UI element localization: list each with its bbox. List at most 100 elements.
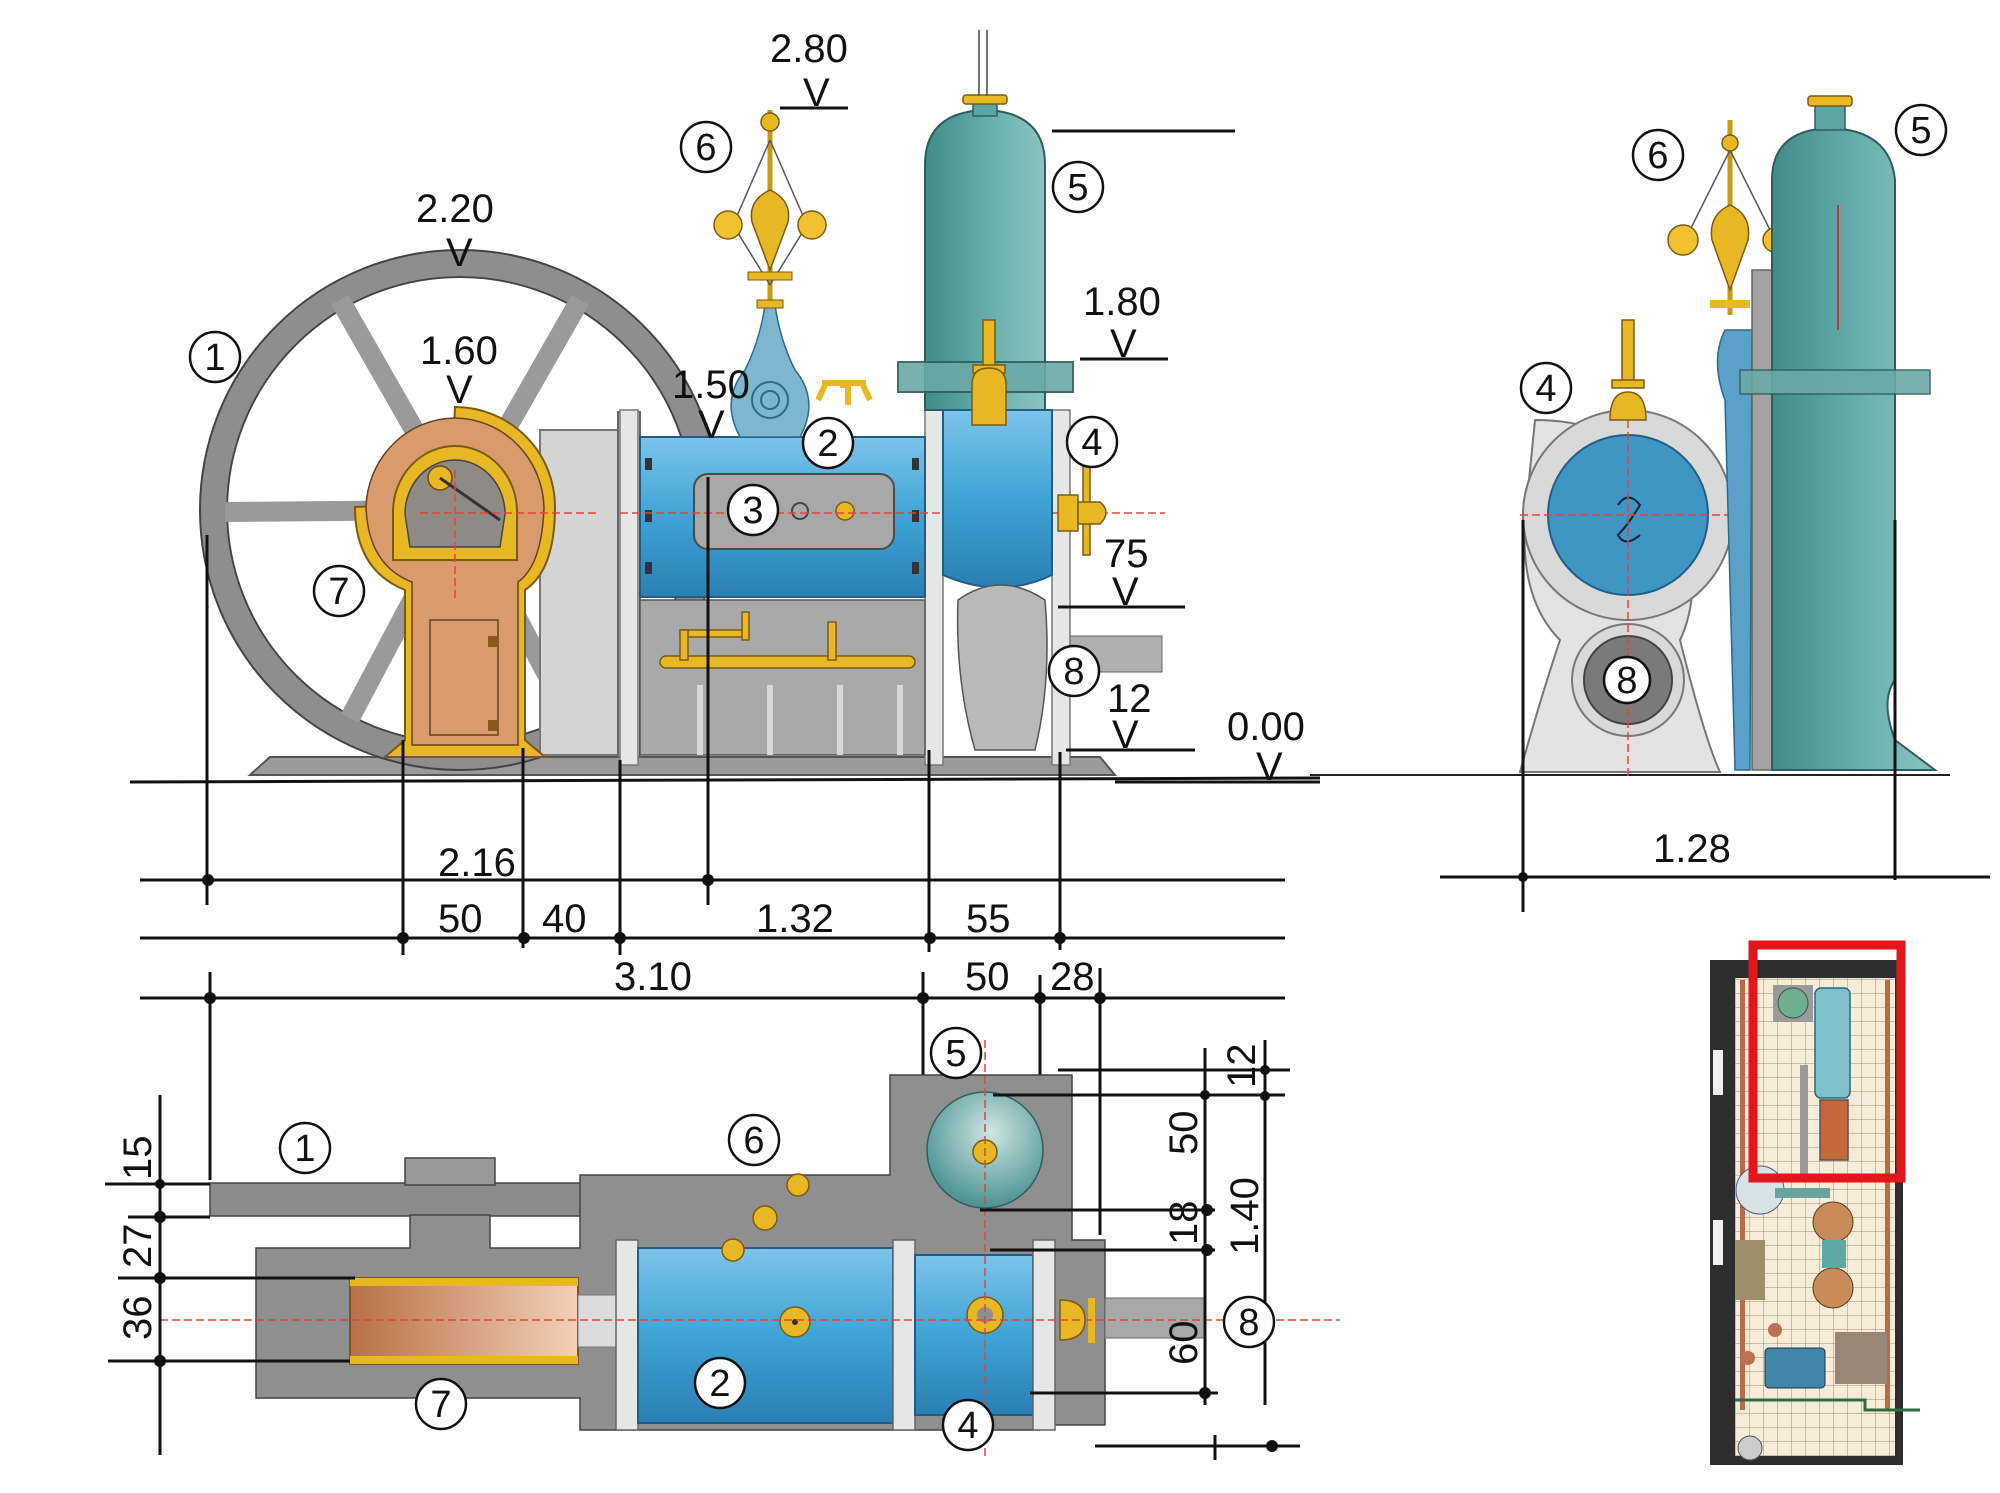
dim-value: 1.40 xyxy=(1223,1177,1267,1255)
callout-label: 2 xyxy=(709,1363,730,1405)
level-marker-glyph: V xyxy=(446,231,473,275)
base-plate xyxy=(247,756,1118,776)
dim-value: 2.16 xyxy=(438,841,516,885)
side-callout-5: 5 xyxy=(1894,103,1948,157)
plan-crosshead xyxy=(349,1277,579,1365)
callout-2: 2 xyxy=(801,416,855,470)
plan-governor xyxy=(721,1173,810,1262)
extension-lines xyxy=(205,477,1062,955)
side-callout-6: 6 xyxy=(1631,128,1685,182)
callout-label: 5 xyxy=(1910,110,1931,152)
callout-label: 3 xyxy=(742,490,763,532)
dimension-row-2: 50 40 1.32 55 xyxy=(140,897,1285,944)
callout-4: 4 xyxy=(1065,415,1119,469)
callout-label: 7 xyxy=(328,571,349,613)
highlight-frame xyxy=(1748,940,1906,1183)
plan-callout-4: 4 xyxy=(941,1398,995,1452)
frame-column-mid xyxy=(924,409,944,766)
feed-valve xyxy=(1057,464,1107,556)
callout-label: 4 xyxy=(1535,368,1556,410)
level-marker-glyph: V xyxy=(698,403,725,447)
callout-6: 6 xyxy=(679,120,733,174)
level-marker-glyph: V xyxy=(446,368,473,412)
lower-housing xyxy=(639,599,926,756)
location-plan xyxy=(1710,940,1920,1465)
plan-callout-7: 7 xyxy=(414,1377,468,1431)
plan-callout-6: 6 xyxy=(727,1113,781,1167)
plan-callout-2: 2 xyxy=(693,1356,747,1410)
callout-3: 3 xyxy=(726,483,780,537)
dim-value: 3.10 xyxy=(614,955,692,999)
level-flywheel-top: 2.20 V xyxy=(416,187,494,275)
level-value: 2.20 xyxy=(416,187,494,231)
dim-value: 1.32 xyxy=(756,897,834,941)
plan-callout-5: 5 xyxy=(929,1026,983,1080)
side-governor xyxy=(1667,120,1788,315)
plan-frame-right xyxy=(1032,1239,1056,1431)
callout-label: 4 xyxy=(1081,422,1102,464)
crank-housing xyxy=(539,429,631,756)
dim-value: 36 xyxy=(116,1296,160,1341)
level-ground: 0.00 V xyxy=(1115,705,1320,789)
callout-8: 8 xyxy=(1047,644,1101,698)
feed-pipe xyxy=(659,611,916,669)
level-receiver-flange: 1.80 V xyxy=(1080,280,1168,366)
side-elevation: 1.28 4 5 6 8 xyxy=(1310,95,1990,912)
plan-frame-mid xyxy=(892,1239,916,1431)
front-elevation: 2.80 V 2.20 V 1.80 V 1.60 V 1.50 V xyxy=(129,27,1321,1235)
level-valve-axis: 75 V xyxy=(1058,532,1185,614)
callout-1: 1 xyxy=(188,330,242,384)
side-governor-column xyxy=(1716,329,1753,771)
dim-value: 28 xyxy=(1050,955,1095,999)
steam-cylinder xyxy=(639,436,926,598)
callout-label: 8 xyxy=(1063,651,1084,693)
safety-valve xyxy=(971,319,1007,426)
side-callout-4: 4 xyxy=(1519,361,1573,415)
level-value: 1.60 xyxy=(420,329,498,373)
level-marks: 2.80 V 2.20 V 1.80 V 1.60 V 1.50 V xyxy=(416,27,1320,789)
frame-column-right xyxy=(1051,409,1071,766)
dim-value: 40 xyxy=(542,897,587,941)
level-value: 0.00 xyxy=(1227,705,1305,749)
callout-5: 5 xyxy=(1051,160,1105,214)
pump-bucket xyxy=(956,584,1048,751)
side-callout-8: 8 xyxy=(1602,655,1652,705)
governor xyxy=(713,110,827,309)
dim-value: 12 xyxy=(1220,1044,1264,1089)
dim-value: 60 xyxy=(1162,1321,1206,1366)
side-width-dim: 1.28 xyxy=(1653,827,1731,871)
dim-value: 18 xyxy=(1162,1201,1206,1246)
level-value: 1.50 xyxy=(672,363,750,407)
dim-value: 15 xyxy=(116,1136,160,1181)
side-safety-valve xyxy=(1609,319,1647,421)
plan-frame-left xyxy=(615,1239,639,1431)
callout-label: 8 xyxy=(1238,1302,1259,1344)
dim-value: 27 xyxy=(116,1224,160,1269)
level-value: 1.80 xyxy=(1083,280,1161,324)
ground-line xyxy=(129,776,1321,784)
side-column xyxy=(1751,269,1773,771)
plan-callout-1: 1 xyxy=(278,1121,332,1175)
level-cylinder-top: 1.50 V xyxy=(672,363,750,447)
frame-column-left xyxy=(619,409,639,766)
elevation-callouts: 1 2 3 4 5 6 7 8 xyxy=(188,120,1119,698)
dim-value: 50 xyxy=(965,955,1010,999)
level-value: 12 xyxy=(1107,677,1152,721)
callout-label: 1 xyxy=(204,337,225,379)
air-pump xyxy=(942,409,1053,589)
lubricator-lever xyxy=(815,380,873,405)
plan-view: 15 27 36 12 50 18 60 1.40 xyxy=(105,1026,1340,1460)
level-outlet: 12 V xyxy=(1066,677,1195,757)
plan-right-dims: 12 50 18 60 1.40 xyxy=(980,1040,1300,1460)
level-crosshead-top: 1.60 V xyxy=(420,329,498,412)
callout-label: 7 xyxy=(430,1384,451,1426)
callout-label: 6 xyxy=(695,127,716,169)
callout-7: 7 xyxy=(312,564,366,618)
callout-label: 6 xyxy=(743,1120,764,1162)
callout-label: 8 xyxy=(1616,660,1637,702)
plan-cylinder xyxy=(637,1247,894,1424)
callout-label: 1 xyxy=(294,1128,315,1170)
dim-value: 50 xyxy=(1162,1111,1206,1156)
dim-value: 50 xyxy=(438,897,483,941)
